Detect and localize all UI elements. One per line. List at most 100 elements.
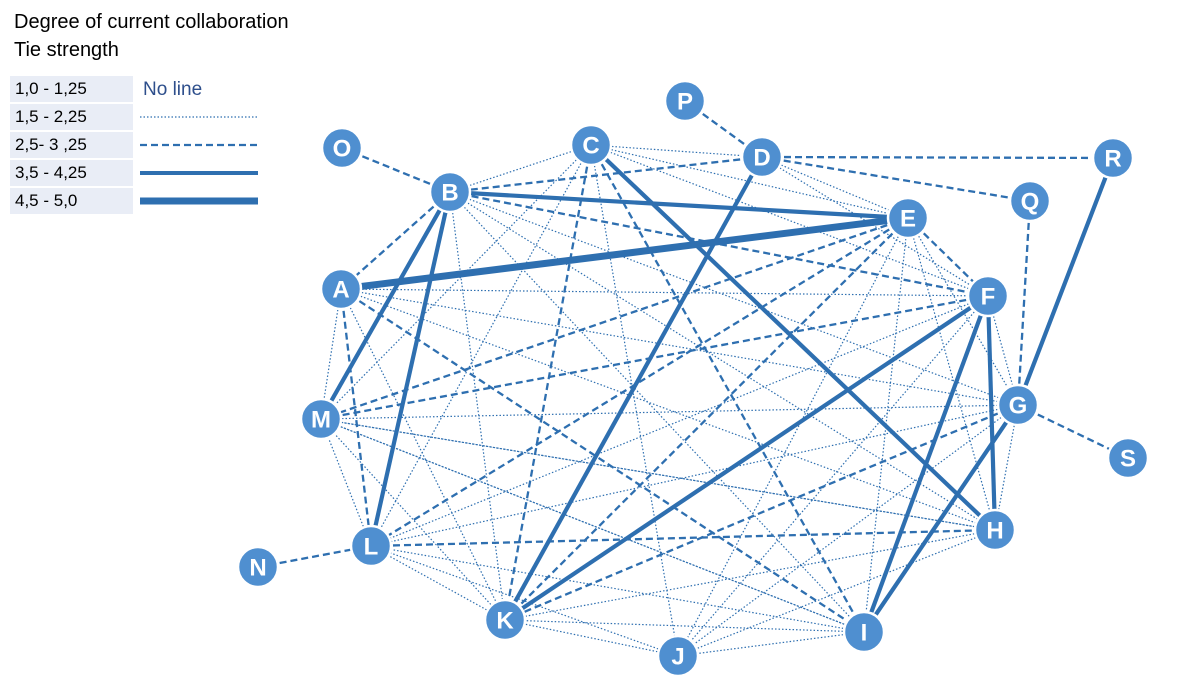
- node-circle-m: [299, 397, 343, 441]
- edge-dashed-n-l: [257, 544, 372, 569]
- node-circle-f: [966, 274, 1010, 318]
- edge-solid-f-i: [862, 295, 990, 633]
- edges-layer: [257, 100, 1129, 657]
- edge-solid-f-h: [985, 295, 998, 531]
- edge-dotted-h-j: [677, 529, 996, 657]
- edge-dotted-a-g: [340, 288, 1019, 406]
- edge-dotted-j-k: [504, 619, 679, 657]
- legend-label-none: 1,0 - 1,25: [10, 76, 133, 102]
- edge-thick-a-e: [340, 214, 909, 293]
- edge-dotted-m-g: [320, 404, 1019, 420]
- edge-dotted-b-g: [449, 191, 1019, 406]
- title-line-1: Degree of current collaboration: [14, 11, 289, 33]
- node-label-m: M: [311, 407, 331, 434]
- edge-dotted-c-j: [590, 144, 679, 657]
- edge-dashed-l-h: [370, 528, 996, 548]
- edge-solid-i-g: [862, 403, 1020, 634]
- edge-dashed-c-k: [503, 144, 593, 621]
- node-label-l: L: [364, 534, 379, 561]
- edge-dotted-i-j: [677, 631, 865, 657]
- node-circle-l: [349, 524, 393, 568]
- edge-dashed-b-a: [340, 191, 451, 290]
- legend-label-dotted: 1,5 - 2,25: [10, 104, 133, 130]
- edge-dashed-o-b: [341, 146, 451, 194]
- node-circle-d: [740, 135, 784, 179]
- edge-dashed-q-g: [1016, 200, 1032, 406]
- edge-dotted-e-i: [863, 217, 909, 633]
- edge-dashed-e-k: [504, 217, 909, 621]
- node-label-q: Q: [1021, 189, 1040, 216]
- legend-sample-thick: [140, 197, 258, 205]
- node-circle-s: [1106, 436, 1150, 480]
- node-l: L: [349, 524, 393, 568]
- edge-dotted-d-e: [761, 156, 909, 219]
- edge-dashed-b-f: [449, 190, 989, 298]
- edge-dashed-d-r: [761, 155, 1114, 160]
- node-label-h: H: [986, 518, 1003, 545]
- node-s: S: [1106, 436, 1150, 480]
- node-label-g: G: [1009, 393, 1028, 420]
- node-label-d: D: [753, 145, 770, 172]
- edge-dotted-a-f: [340, 288, 989, 297]
- edge-solid-b-m: [319, 190, 452, 421]
- node-circle-q: [1008, 179, 1052, 223]
- node-label-a: A: [332, 277, 349, 304]
- node-circle-k: [483, 598, 527, 642]
- node-label-r: R: [1104, 146, 1121, 173]
- edge-dotted-b-k: [449, 191, 506, 621]
- legend-label-solid: 3,5 - 4,25: [10, 160, 133, 186]
- node-label-o: O: [333, 136, 352, 163]
- node-circle-o: [320, 126, 364, 170]
- node-label-p: P: [677, 89, 693, 116]
- node-circle-n: [236, 545, 280, 589]
- edge-dotted-k-m: [320, 418, 506, 621]
- edge-dashed-m-f: [320, 294, 989, 421]
- node-label-j: J: [671, 644, 684, 671]
- legend-row-dotted: 1,5 - 2,25: [10, 104, 260, 132]
- node-m: M: [299, 397, 343, 441]
- node-label-f: F: [981, 284, 996, 311]
- node-circle-i: [842, 610, 886, 654]
- legend-sample-dashed: [140, 143, 258, 147]
- node-label-k: K: [496, 608, 514, 635]
- legend: 1,0 - 1,25 No line 1,5 - 2,25 2,5- 3 ,25…: [10, 76, 260, 216]
- edge-solid-c-h: [589, 143, 997, 532]
- legend-sample-dotted: [140, 116, 258, 118]
- node-d: D: [740, 135, 784, 179]
- node-c: C: [569, 123, 613, 167]
- edge-dotted-e-h: [907, 217, 996, 531]
- edge-dashed-e-m: [320, 216, 909, 421]
- node-circle-e: [886, 196, 930, 240]
- node-circle-r: [1091, 136, 1135, 180]
- node-h: H: [973, 508, 1017, 552]
- edge-dotted-d-f: [761, 156, 989, 297]
- node-label-c: C: [582, 133, 599, 160]
- edge-dotted-c-d: [590, 144, 763, 158]
- title-line-2: Tie strength: [14, 39, 119, 61]
- edge-dashed-g-k: [504, 403, 1019, 622]
- node-circle-a: [319, 267, 363, 311]
- edge-dotted-k-l: [370, 545, 506, 621]
- node-circle-j: [656, 634, 700, 678]
- edge-dotted-f-l: [370, 295, 989, 547]
- legend-row-solid: 3,5 - 4,25: [10, 160, 260, 188]
- legend-no-line-text: No line: [143, 79, 203, 100]
- node-a: A: [319, 267, 363, 311]
- node-label-e: E: [900, 206, 916, 233]
- edge-dotted-i-l: [370, 545, 865, 633]
- edge-dotted-c-l: [370, 144, 592, 547]
- node-q: Q: [1008, 179, 1052, 223]
- node-r: R: [1091, 136, 1135, 180]
- edge-dotted-i-k: [504, 619, 865, 633]
- legend-label-dashed: 2,5- 3 ,25: [10, 132, 133, 158]
- legend-row-none: 1,0 - 1,25 No line: [10, 76, 260, 104]
- node-circle-c: [569, 123, 613, 167]
- edge-dotted-b-c: [449, 144, 592, 193]
- edge-solid-d-k: [503, 155, 764, 622]
- edge-solid-b-l: [368, 191, 453, 547]
- edge-solid-r-g: [1016, 157, 1115, 406]
- edge-dashed-d-q: [761, 155, 1031, 203]
- edge-solid-b-e: [449, 189, 909, 221]
